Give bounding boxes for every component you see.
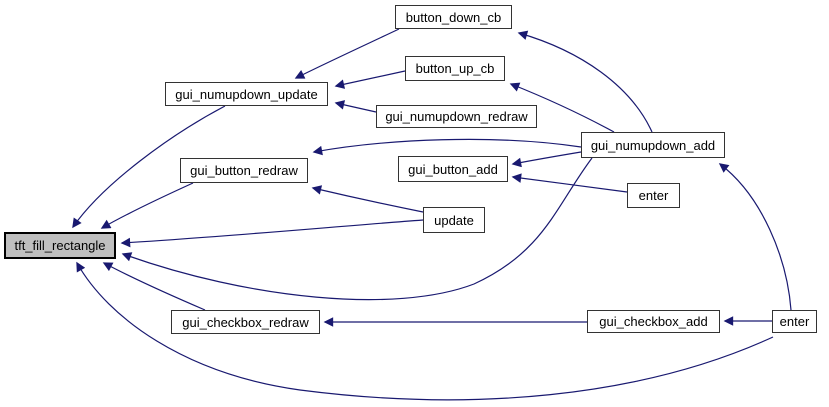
graph-node-gui_button_add[interactable]: gui_button_add: [398, 156, 508, 182]
edge-enter_checkbox-to-tft_fill_rectangle: [76, 261, 774, 401]
edge-gui_numupdown_add-to-button_down_cb: [517, 30, 653, 133]
edge-gui_numupdown_add-to-gui_button_add: [511, 151, 582, 168]
graph-node-label: gui_button_redraw: [190, 163, 298, 178]
edge-gui_checkbox_redraw-to-tft_fill_rectangle: [102, 262, 206, 311]
graph-node-label: gui_checkbox_add: [599, 314, 708, 329]
graph-node-gui_numupdown_redraw[interactable]: gui_numupdown_redraw: [376, 105, 537, 128]
edge-button_down_cb-to-gui_numupdown_update: [294, 28, 400, 79]
graph-node-label: gui_numupdown_update: [175, 86, 318, 102]
edge-enter_numupdown-to-gui_button_add: [511, 173, 628, 193]
graph-node-gui_checkbox_add[interactable]: gui_checkbox_add: [587, 310, 720, 333]
edge-update-to-gui_button_redraw: [311, 185, 424, 213]
graph-node-label: update: [434, 212, 474, 228]
graph-node-label: enter: [779, 314, 810, 329]
graph-node-tft_fill_rectangle: tft_fill_rectangle: [4, 232, 116, 259]
graph-node-label: gui_numupdown_redraw: [385, 109, 528, 124]
edge-gui_button_redraw-to-tft_fill_rectangle: [100, 182, 194, 229]
edge-enter_checkbox-to-gui_numupdown_add: [718, 163, 792, 311]
graph-node-gui_numupdown_add[interactable]: gui_numupdown_add: [581, 132, 725, 158]
edge-update-to-tft_fill_rectangle: [120, 219, 424, 248]
graph-node-gui_checkbox_redraw[interactable]: gui_checkbox_redraw: [171, 310, 320, 334]
edge-gui_numupdown_update-to-tft_fill_rectangle: [72, 105, 226, 229]
graph-node-gui_button_redraw[interactable]: gui_button_redraw: [180, 158, 308, 183]
graph-node-enter_numupdown[interactable]: enter: [627, 183, 680, 208]
graph-node-button_down_cb[interactable]: button_down_cb: [395, 5, 512, 29]
edge-gui_numupdown_add-to-button_up_cb: [509, 82, 615, 133]
graph-node-label: gui_numupdown_add: [590, 137, 716, 153]
edge-gui_numupdown_redraw-to-gui_numupdown_update: [334, 100, 377, 113]
graph-node-label: gui_checkbox_redraw: [182, 314, 309, 330]
graph-node-button_up_cb[interactable]: button_up_cb: [405, 56, 505, 81]
graph-node-update[interactable]: update: [423, 207, 485, 233]
graph-node-label: gui_button_add: [408, 161, 498, 177]
edge-button_up_cb-to-gui_numupdown_update: [334, 70, 406, 89]
graph-node-gui_numupdown_update[interactable]: gui_numupdown_update: [165, 82, 328, 106]
graph-node-enter_checkbox[interactable]: enter: [772, 310, 817, 333]
edge-gui_numupdown_add-to-tft_fill_rectangle: [121, 157, 593, 301]
graph-node-label: enter: [638, 188, 669, 203]
graph-node-label: button_down_cb: [405, 9, 502, 25]
graph-node-label: button_up_cb: [415, 61, 495, 76]
edge-gui_numupdown_add-to-gui_button_redraw: [312, 138, 582, 156]
graph-node-label: tft_fill_rectangle: [14, 238, 106, 253]
